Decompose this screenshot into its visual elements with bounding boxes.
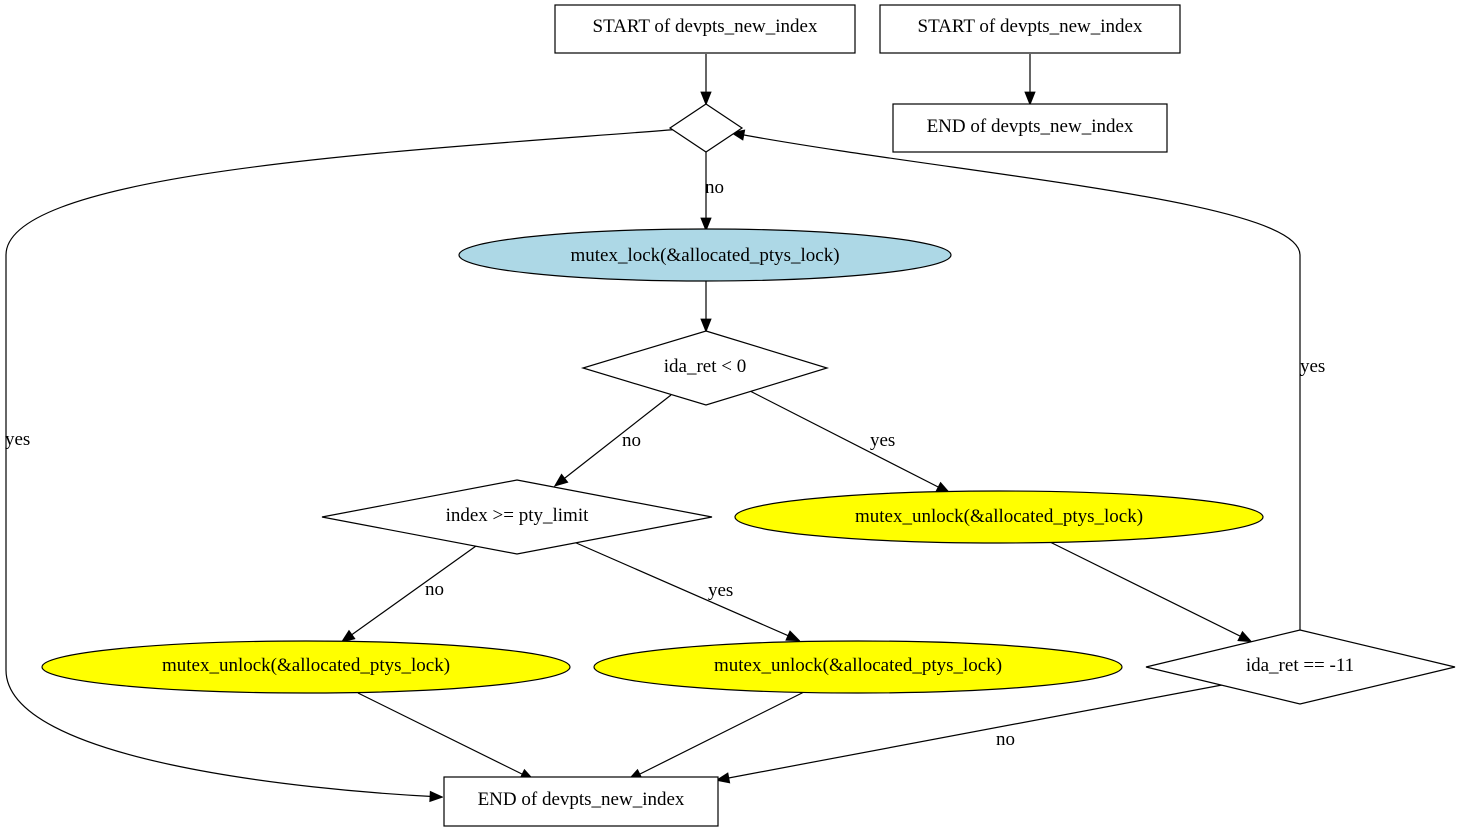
ida-check-diamond: [580, 330, 830, 406]
unlock-ida-ellipse: [734, 490, 1264, 544]
start-node-1: START of devpts_new_index: [554, 4, 856, 54]
unlock-yes-label: mutex_unlock(&allocated_ptys_lock): [714, 655, 1002, 676]
loop-decision-node: [668, 103, 744, 153]
unlock-no-node: mutex_unlock(&allocated_ptys_lock): [41, 640, 571, 694]
ida-check-label: ida_ret < 0: [664, 356, 746, 377]
edge-label-eagain-no: no: [996, 729, 1015, 750]
end-box-1: [443, 776, 719, 827]
end-label-1: END of devpts_new_index: [478, 789, 685, 810]
lock-label: mutex_lock(&allocated_ptys_lock): [570, 245, 839, 266]
edge-label-eagain-yes: yes: [1300, 356, 1325, 377]
start-box-2: [879, 4, 1181, 54]
lock-ellipse: [458, 228, 952, 282]
edges: [5, 54, 1301, 797]
nodes: START of devpts_new_index START of devpt…: [41, 4, 1456, 827]
edge-ida-check-to-unlock-ida: [749, 390, 948, 492]
unlock-ida-label: mutex_unlock(&allocated_ptys_lock): [855, 506, 1143, 527]
edge-label-index-yes: yes: [708, 580, 733, 601]
start-label-1: START of devpts_new_index: [593, 16, 818, 37]
index-check-diamond: [321, 479, 713, 555]
unlock-yes-ellipse: [593, 640, 1123, 694]
start-box-1: [554, 4, 856, 54]
edge-label-ida-no: no: [622, 430, 641, 451]
unlock-ida-node: mutex_unlock(&allocated_ptys_lock): [734, 490, 1264, 544]
start-label-2: START of devpts_new_index: [918, 16, 1143, 37]
lock-node: mutex_lock(&allocated_ptys_lock): [458, 228, 952, 282]
edge-ida-check-to-index-check: [556, 394, 672, 485]
eagain-check-node: ida_ret == -11: [1145, 629, 1456, 705]
edge-unlock-ida-to-eagain-check: [1049, 541, 1250, 641]
edge-labels: no yes no yes no yes yes no: [5, 177, 1325, 750]
edge-label-loop-yes: yes: [5, 429, 30, 450]
unlock-yes-node: mutex_unlock(&allocated_ptys_lock): [593, 640, 1123, 694]
unlock-no-ellipse: [41, 640, 571, 694]
edge-index-check-to-unlock-no: [343, 545, 477, 641]
end-label-2: END of devpts_new_index: [927, 116, 1134, 137]
index-check-label: index >= pty_limit: [446, 505, 590, 526]
eagain-check-diamond: [1145, 629, 1456, 705]
edge-loop-decision-to-end1: [5, 128, 683, 797]
edge-eagain-check-to-end1: [718, 684, 1223, 780]
index-check-node: index >= pty_limit: [321, 479, 713, 555]
edge-unlock-no-to-end1: [357, 692, 532, 779]
edge-index-check-to-unlock-yes: [573, 541, 798, 640]
end-node-1: END of devpts_new_index: [443, 776, 719, 827]
loop-decision-diamond: [668, 103, 744, 153]
edge-label-index-no: no: [425, 579, 444, 600]
edge-unlock-yes-to-end1: [630, 690, 807, 779]
ida-check-node: ida_ret < 0: [580, 330, 830, 406]
edge-label-loop-no: no: [705, 177, 724, 198]
unlock-no-label: mutex_unlock(&allocated_ptys_lock): [162, 655, 450, 676]
end-box-2: [892, 103, 1168, 153]
edge-label-ida-yes: yes: [870, 430, 895, 451]
start-node-2: START of devpts_new_index: [879, 4, 1181, 54]
end-node-2: END of devpts_new_index: [892, 103, 1168, 153]
eagain-check-label: ida_ret == -11: [1246, 655, 1354, 676]
edge-eagain-check-to-loop-decision: [733, 133, 1301, 630]
